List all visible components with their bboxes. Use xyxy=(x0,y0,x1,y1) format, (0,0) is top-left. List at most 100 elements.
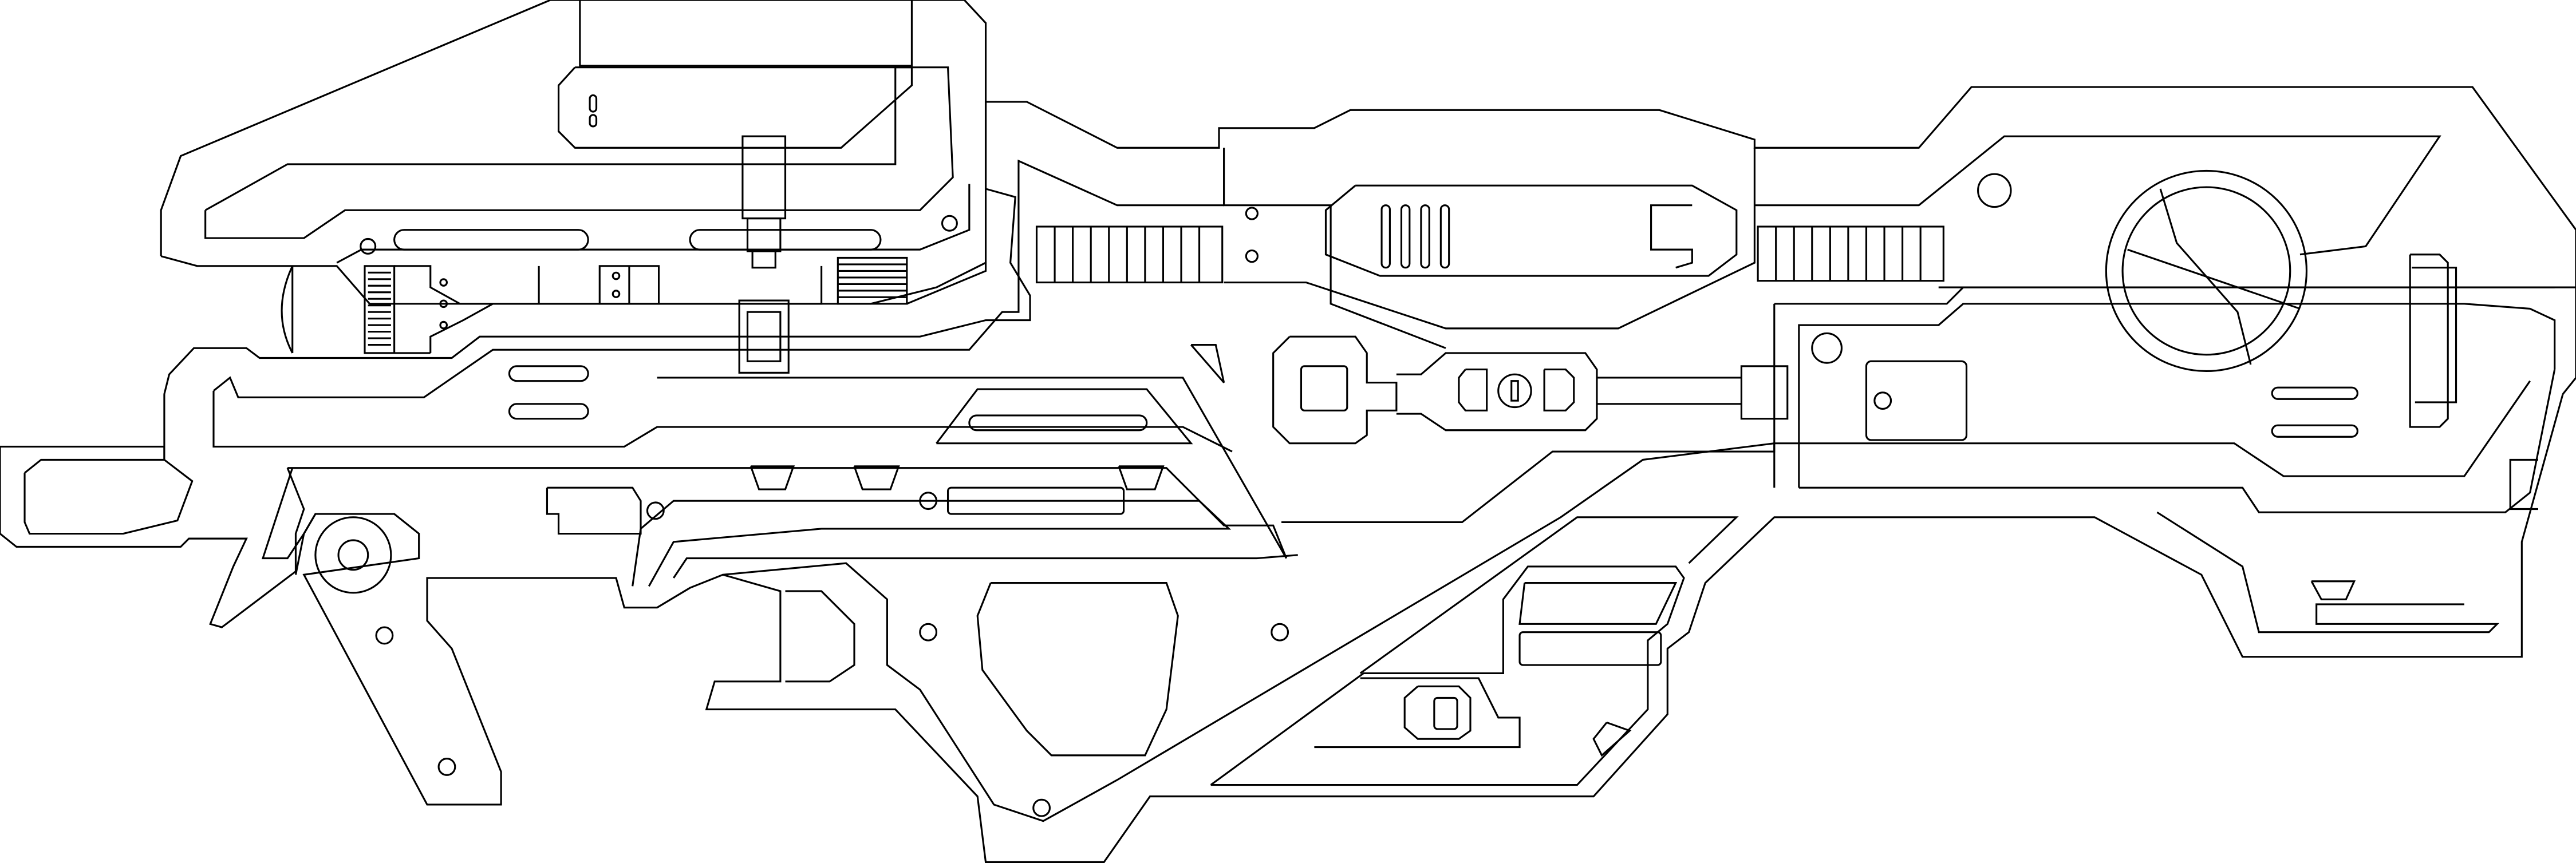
front-bottom-tab xyxy=(2310,580,2356,600)
scope-housing xyxy=(160,0,987,305)
scope-lower-rail xyxy=(336,184,971,264)
barrel-plate-hook xyxy=(1650,204,1693,269)
barrel-plate-slot-1 xyxy=(1380,204,1391,269)
barrel-body-lower xyxy=(1224,148,1756,330)
grip-pivot-inner xyxy=(337,539,369,571)
ejection-slot xyxy=(968,414,1148,431)
dial-crossline xyxy=(2127,248,2301,310)
grip-pivot-housing xyxy=(294,513,317,575)
trigger-slot xyxy=(785,590,855,683)
rod-lower-guide xyxy=(1281,303,1776,524)
cylinder-vent-block xyxy=(837,256,908,305)
lower-tab-small xyxy=(1592,722,1632,757)
rear-cylinder-body xyxy=(394,265,823,305)
rear-cylinder-assembly xyxy=(281,256,987,354)
dial-inner-ring xyxy=(2121,186,2291,356)
mid-receiver xyxy=(287,377,1298,587)
mid-clip-right xyxy=(1118,465,1165,490)
mid-clip-center xyxy=(853,465,900,490)
cylinder-rivet-1 xyxy=(439,278,448,287)
scope-outer-outline xyxy=(160,0,987,305)
barrel-center-plate xyxy=(1324,184,1738,277)
rod-end-block xyxy=(1740,365,1789,420)
trigger-assembly xyxy=(261,394,2564,863)
barrel-right-rail xyxy=(1754,135,2441,256)
front-vent-hole-left xyxy=(1811,332,1843,364)
scope-top-rail xyxy=(579,0,913,67)
receiver-slot-lower xyxy=(508,403,589,420)
cylinder-rivet-2 xyxy=(439,299,448,308)
lower-panel-inner xyxy=(1210,565,1685,786)
scope-long-slot-right xyxy=(689,229,882,251)
receiver-side-tab xyxy=(1190,343,1225,383)
mid-clip-left xyxy=(749,465,795,490)
rod-cap-left xyxy=(1458,369,1488,411)
front-vent-hole-top xyxy=(1977,173,2012,208)
barrel-rivet-upper xyxy=(1245,207,1259,220)
stock-inner-panel xyxy=(23,458,194,535)
rod-center-ring xyxy=(1497,373,1532,409)
cylinder-vent-lines xyxy=(838,263,907,298)
mid-rivet-left xyxy=(646,501,665,520)
rear-cylinder-step xyxy=(429,303,494,353)
rod-left-block xyxy=(1272,335,1398,445)
grip-rivet-lower xyxy=(437,758,456,776)
front-housing-lower-2 xyxy=(1773,380,2531,488)
front-right-notch xyxy=(2509,458,2539,510)
scope-rivet-right xyxy=(941,215,958,232)
cylinder-rivet-3 xyxy=(439,320,448,330)
lower-button-inner xyxy=(1433,696,1458,730)
scope-inner-band xyxy=(204,66,954,239)
grip-outline xyxy=(261,394,2564,863)
lower-panel-top-fin xyxy=(1359,516,1739,674)
mid-lower-line xyxy=(287,377,1288,559)
grip-pivot-outer xyxy=(314,516,392,594)
front-slot-lower xyxy=(2271,424,2358,438)
rod-connector xyxy=(1396,352,1598,431)
front-dial xyxy=(1938,169,2576,373)
mid-lower-rail xyxy=(632,500,1232,587)
mid-lower-rail-2 xyxy=(673,554,1298,579)
grip-rivet-upper xyxy=(375,626,394,645)
scope-slot-bottom xyxy=(589,114,598,128)
ejection-port xyxy=(936,388,1193,445)
front-side-panel-rivet xyxy=(1873,391,1892,410)
rear-grip-ridges xyxy=(368,271,391,346)
rod-left-window xyxy=(1300,365,1348,411)
barrel-vent-left-ribs xyxy=(1054,226,1201,283)
barrel-plate-slot-3 xyxy=(1420,204,1430,269)
lower-slat-upper xyxy=(1518,582,1678,625)
barrel-rivet-lower xyxy=(1245,249,1259,263)
rod-assembly xyxy=(1272,303,1789,524)
magazine-housing xyxy=(723,442,1774,822)
receiver-inner-channel xyxy=(213,159,1224,398)
scope-long-slot-left xyxy=(393,229,589,251)
cylinder-rivet-5 xyxy=(612,290,621,298)
scope-window xyxy=(557,66,913,149)
barrel-assembly xyxy=(1035,135,2441,349)
cylinder-front-ramp xyxy=(906,263,987,305)
front-slot-upper xyxy=(2271,386,2358,400)
rear-cap-curve xyxy=(281,266,294,354)
scope-slot-top xyxy=(589,94,598,113)
dial-outer-ring xyxy=(2105,169,2308,373)
receiver-lower-channel xyxy=(212,390,1233,453)
magazine-window xyxy=(976,582,1179,757)
lower-button-outer xyxy=(1403,685,1472,740)
receiver-slot-upper xyxy=(508,365,589,382)
magazine-rivet-left xyxy=(919,623,938,642)
front-side-panel xyxy=(1865,360,1968,441)
front-side-pillar-inner xyxy=(2412,267,2457,403)
lower-pocket xyxy=(1314,677,1521,749)
lower-slat-lower xyxy=(1518,631,1662,666)
post-collar xyxy=(751,250,776,269)
magazine-rivet-right xyxy=(1271,623,1289,642)
barrel-vent-left xyxy=(1035,225,1224,284)
front-side-pillar xyxy=(2409,254,2449,428)
rod-cap-right xyxy=(1543,369,1575,411)
barrel-plate-slot-4 xyxy=(1439,204,1450,269)
barrel-vent-right xyxy=(1757,225,1944,282)
